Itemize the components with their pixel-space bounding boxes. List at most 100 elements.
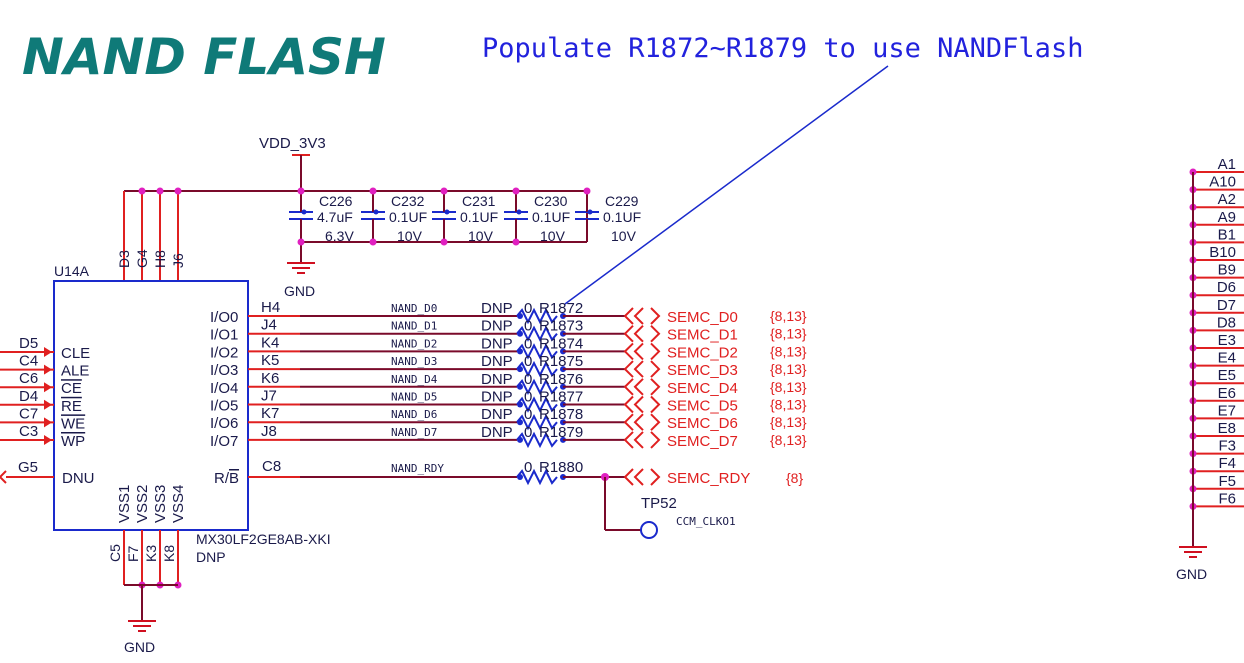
io-resistor xyxy=(516,396,558,413)
io-resistor xyxy=(516,360,558,378)
io-res-value: 0 xyxy=(524,406,532,423)
right-ball-a10: A10 xyxy=(1209,174,1236,191)
cap-polarity-dot xyxy=(444,209,450,215)
gnd-symbol-right xyxy=(1179,546,1207,558)
io-ball: J7 xyxy=(261,388,277,405)
io-res-refdes: R1872 xyxy=(539,300,583,317)
io-net-name: NAND_D5 xyxy=(391,391,437,404)
vss-pin-name: VSS1 xyxy=(116,485,133,523)
io-signal-name: SEMC_D7 xyxy=(667,433,738,450)
io-ball: J4 xyxy=(261,317,277,334)
cap-voltage: 10V xyxy=(468,228,494,244)
cap-voltage: 10V xyxy=(397,228,423,244)
io-res-value: 0 xyxy=(524,318,532,335)
cap-value: 0.1UF xyxy=(603,209,641,225)
io-pin-name: I/O6 xyxy=(210,415,238,432)
io-signal-name: SEMC_D2 xyxy=(667,344,738,361)
io-pin-name: I/O0 xyxy=(210,309,238,326)
tp52-refdes: TP52 xyxy=(641,495,677,512)
io-signal-name: SEMC_D5 xyxy=(667,398,738,415)
rdy-net-name: NAND_RDY xyxy=(391,462,444,475)
ctrl-arrow-icon xyxy=(44,364,52,375)
io-res-dot1 xyxy=(517,383,523,390)
right-ball-e3: E3 xyxy=(1218,332,1236,349)
cap-voltage: 10V xyxy=(540,228,566,244)
io-res-value: 0 xyxy=(524,335,532,352)
io-res-value: 0 xyxy=(524,371,532,388)
right-ball-a9: A9 xyxy=(1218,209,1236,226)
io-signal-name: SEMC_D1 xyxy=(667,327,738,344)
io-ball: H4 xyxy=(261,299,280,316)
io-dnp: DNP xyxy=(481,353,513,370)
io-res-refdes: R1879 xyxy=(539,424,583,441)
io-page-ref: {8,13} xyxy=(770,414,807,430)
io-ball: K4 xyxy=(261,334,279,351)
io-dnp: DNP xyxy=(481,424,513,441)
ctrl-pin-re: RE xyxy=(61,398,82,415)
right-ball-f3: F3 xyxy=(1218,438,1236,455)
io-dnp: DNP xyxy=(481,300,513,317)
right-ball-e4: E4 xyxy=(1218,350,1236,367)
io-res-refdes: R1875 xyxy=(539,353,583,370)
cap-polarity-dot xyxy=(516,209,522,215)
right-ball-d6: D6 xyxy=(1217,279,1236,296)
io-offpage-icon xyxy=(623,395,661,414)
io-offpage-icon xyxy=(623,431,661,449)
rb-pin-name: R/B xyxy=(214,470,239,487)
io-res-value: 0 xyxy=(524,389,532,406)
cap-refdes: C226 xyxy=(319,193,353,209)
io-dnp: DNP xyxy=(481,371,513,388)
io-page-ref: {8,13} xyxy=(770,343,807,359)
r1880-pin1-dot xyxy=(517,474,523,480)
io-resistor xyxy=(516,413,558,431)
cap-top-junction xyxy=(297,187,305,195)
gnd-symbol-caps xyxy=(287,262,315,274)
rdy-offpage-icon xyxy=(623,468,661,486)
dnu-pin-name: DNU xyxy=(62,470,95,487)
io-page-ref: {8,13} xyxy=(770,379,807,395)
r1880-value: 0 xyxy=(524,459,532,476)
tp52-net-name: CCM_CLKO1 xyxy=(676,515,736,528)
io-offpage-icon xyxy=(623,324,661,343)
right-ball-e7: E7 xyxy=(1218,402,1236,419)
io-res-dot1 xyxy=(517,313,523,319)
ctrl-arrow-icon xyxy=(44,417,52,428)
io-pin-name: I/O5 xyxy=(210,398,238,415)
ctrl-arrow-icon xyxy=(44,435,52,445)
dnu-arrow-icon xyxy=(0,470,7,484)
vcc-ball-g4: G4 xyxy=(134,249,150,268)
right-ball-e6: E6 xyxy=(1218,385,1236,402)
cap-refdes: C232 xyxy=(391,193,425,209)
cap-value: 0.1UF xyxy=(389,209,427,225)
io-pin-name: I/O7 xyxy=(210,433,238,450)
rb-ball: C8 xyxy=(262,458,281,475)
cap-gnd-junction xyxy=(297,238,305,246)
ctrl-pin-ce: CE xyxy=(61,380,82,397)
r1880-resistor xyxy=(516,468,558,486)
right-ball-f5: F5 xyxy=(1218,473,1236,490)
rdy-page-ref: {8} xyxy=(786,470,803,486)
vcc-ball-h8: H8 xyxy=(152,250,168,268)
io-resistor xyxy=(516,378,558,396)
cap-voltage: 10V xyxy=(611,228,637,244)
io-ball: K7 xyxy=(261,405,279,422)
io-net-name: NAND_D2 xyxy=(391,337,437,350)
io-net-name: NAND_D0 xyxy=(391,302,437,315)
right-ball-d8: D8 xyxy=(1217,314,1236,331)
vcc-junction-dot xyxy=(174,187,182,195)
vcc-junction-dot xyxy=(138,187,146,195)
io-res-dot1 xyxy=(517,330,523,337)
io-ball: K6 xyxy=(261,370,279,387)
vdd-label: VDD_3V3 xyxy=(259,135,326,152)
